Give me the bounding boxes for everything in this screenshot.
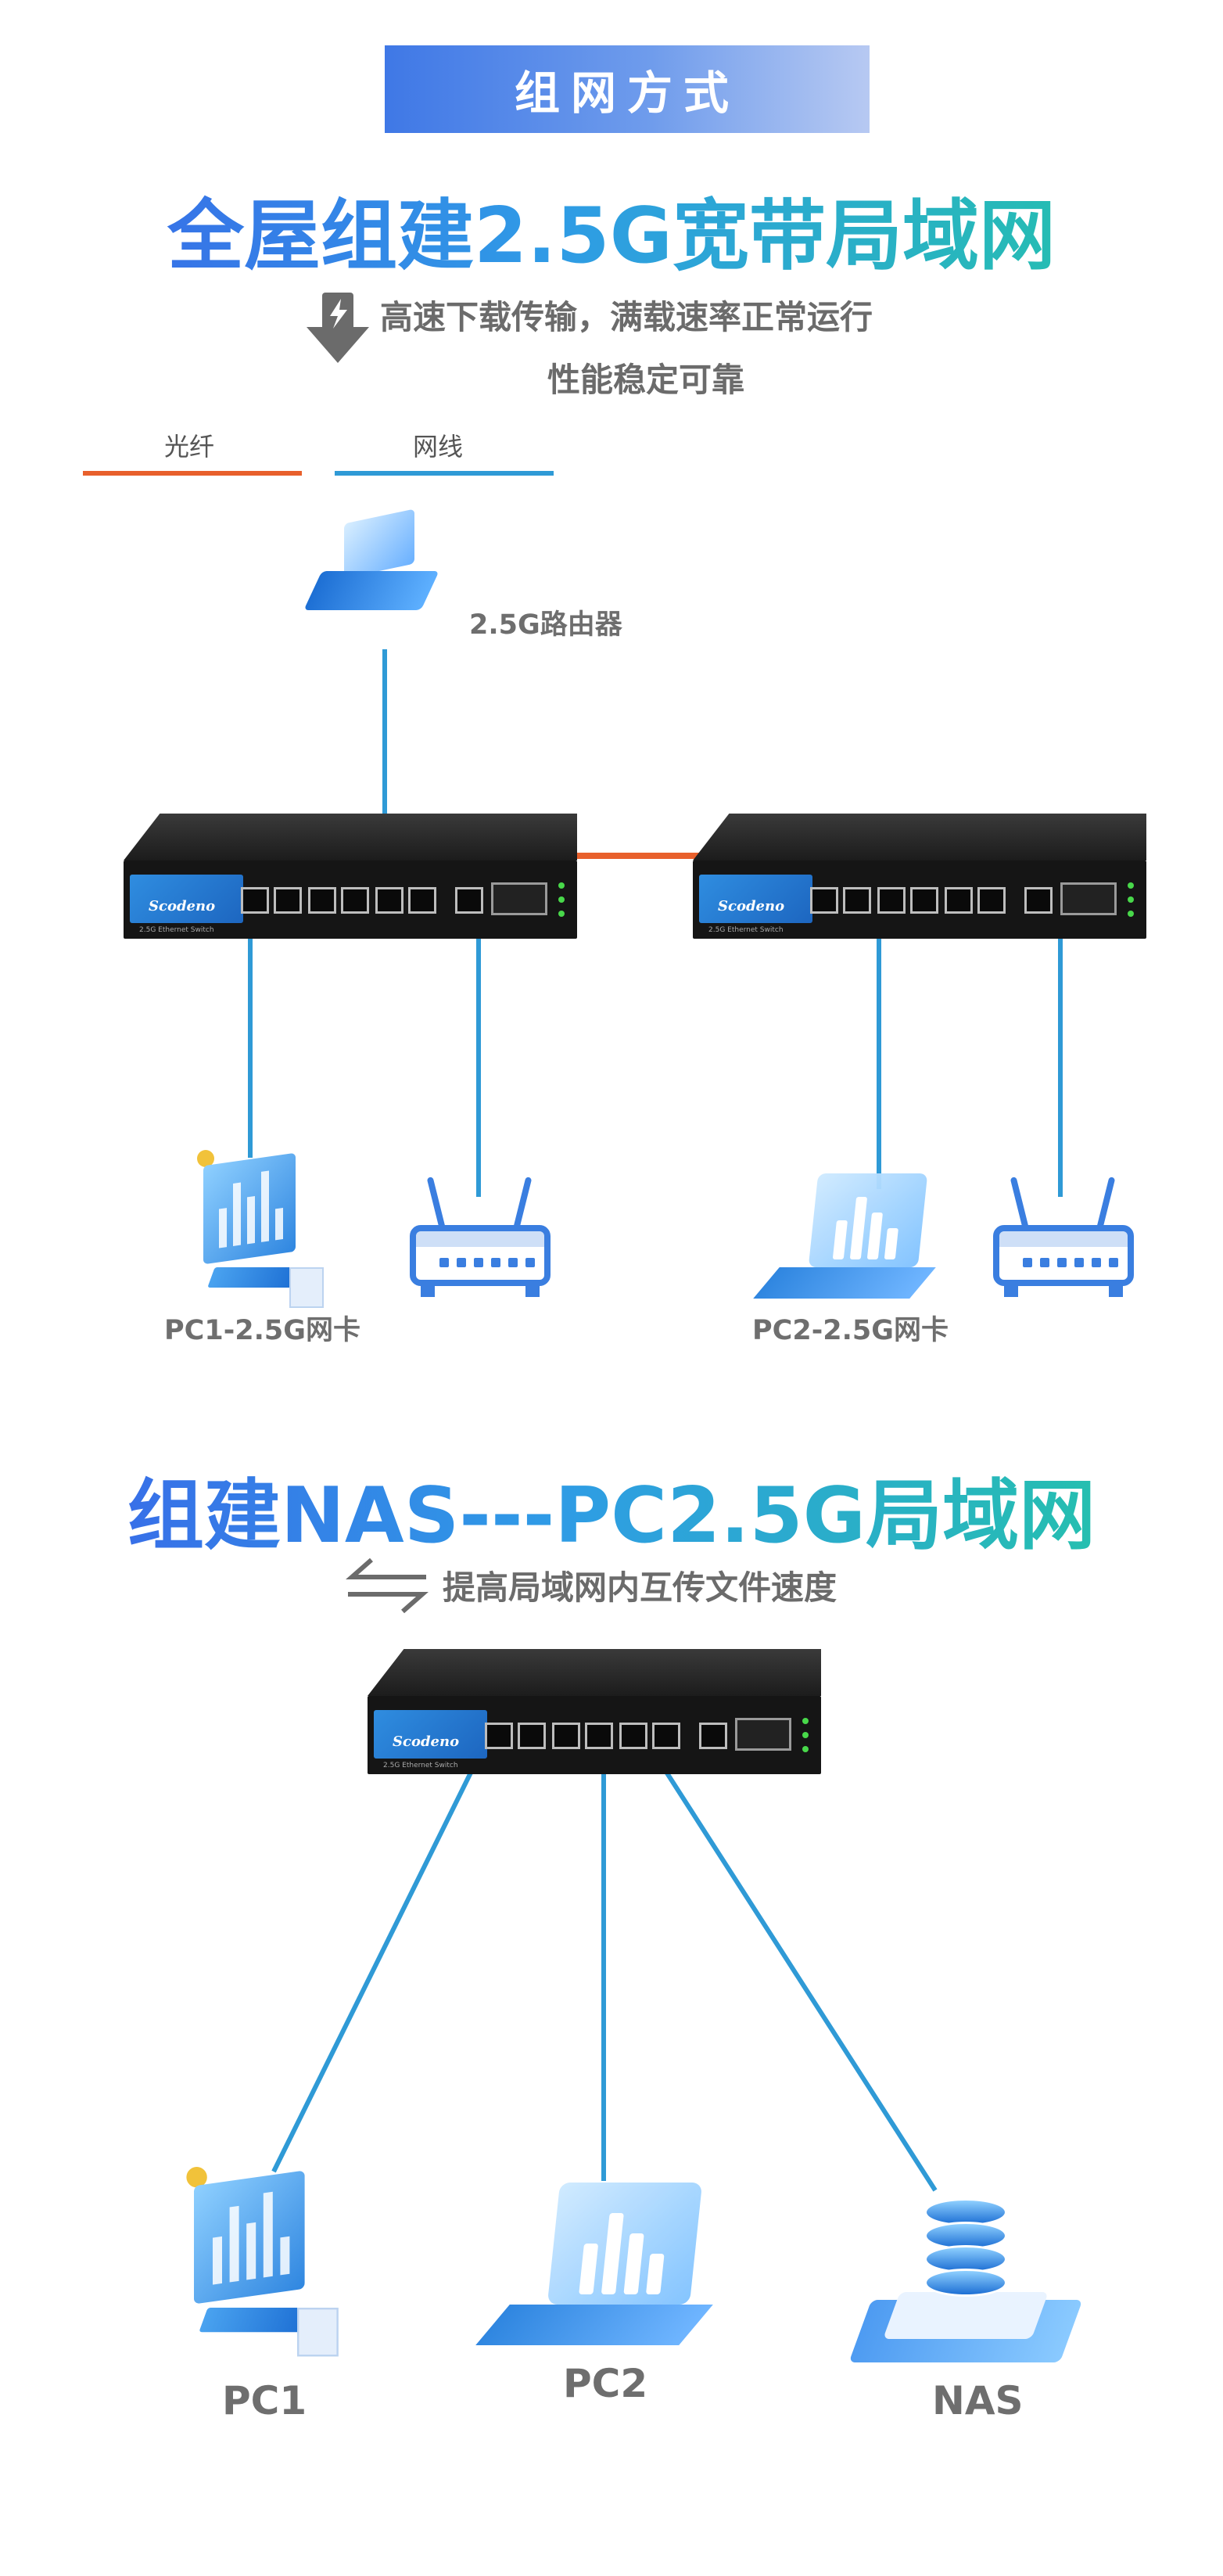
download-arrow-icon xyxy=(307,293,369,363)
section1-title: 全屋组建2.5G宽带局域网 xyxy=(0,174,1223,285)
section1-subtitle-line1: 高速下载传输，满载速率正常运行 xyxy=(380,298,873,336)
legend-cable-label: 网线 xyxy=(413,432,464,462)
legend-fiber-line xyxy=(83,471,302,476)
section-banner: 组网方式 xyxy=(385,45,870,133)
section1-subtitle-line2: 性能稳定可靠 xyxy=(547,361,745,399)
pc1-icon xyxy=(180,1150,328,1308)
network-links-section1 xyxy=(248,649,1063,1197)
switch-icon-center: Scodeno 2.5G Ethernet Switch xyxy=(368,1649,821,1774)
switch-model-text: 2.5G Ethernet Switch xyxy=(708,926,784,934)
pc2-laptop-icon xyxy=(753,1173,938,1306)
pc1-label-nas-section: PC1 xyxy=(222,2378,307,2423)
router-2-5g-icon xyxy=(303,508,439,634)
switch-brand: Scodeno xyxy=(393,1734,460,1750)
legend-cable-line xyxy=(335,471,554,476)
switch-model-text: 2.5G Ethernet Switch xyxy=(139,926,214,934)
pc2-laptop-icon-nas-section xyxy=(475,2183,716,2355)
section2-subtitle: 提高局域网内互传文件速度 xyxy=(443,1568,837,1607)
switch-model-text: 2.5G Ethernet Switch xyxy=(383,1762,458,1769)
link-switch-nas xyxy=(662,1768,938,2192)
nas-icon xyxy=(848,2183,1083,2370)
pc2-label-nas-section: PC2 xyxy=(563,2361,648,2406)
pc2-label: PC2-2.5G网卡 xyxy=(752,1315,949,1346)
pc1-icon-nas-section xyxy=(166,2167,344,2357)
transfer-arrows-icon xyxy=(346,1557,429,1614)
wifi-router-icon-left xyxy=(410,1177,551,1302)
banner-text: 组网方式 xyxy=(514,66,740,120)
router-label: 2.5G路由器 xyxy=(469,609,622,641)
switch-brand: Scodeno xyxy=(149,898,216,914)
network-links-section2 xyxy=(271,1768,938,2192)
link-switch-pc1 xyxy=(271,1768,475,2173)
section2-title: 组建NAS---PC2.5G局域网 xyxy=(0,1453,1223,1565)
switch-brand: Scodeno xyxy=(718,898,785,914)
legend-fiber-label: 光纤 xyxy=(164,432,215,462)
pc1-label: PC1-2.5G网卡 xyxy=(164,1315,360,1346)
wifi-router-icon-right xyxy=(993,1177,1134,1302)
switch-icon-left: Scodeno 2.5G Ethernet Switch xyxy=(124,814,577,939)
nas-label: NAS xyxy=(932,2378,1024,2423)
switch-icon-right: Scodeno 2.5G Ethernet Switch xyxy=(693,814,1146,939)
